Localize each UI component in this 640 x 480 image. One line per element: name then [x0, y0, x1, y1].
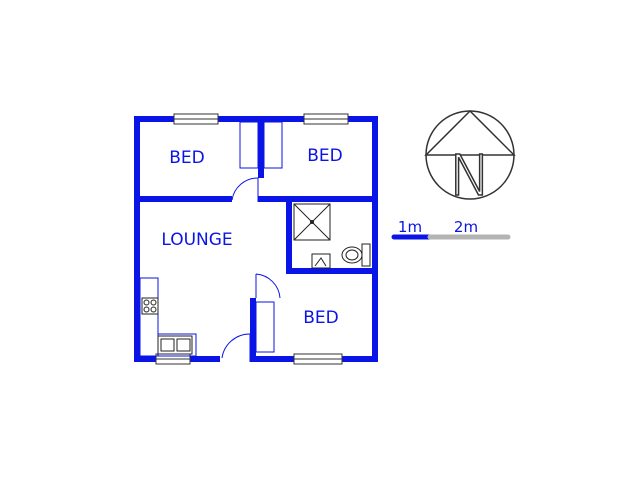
room-label-lounge: LOUNGE	[161, 230, 232, 250]
doors	[221, 177, 291, 362]
window-bottom	[293, 353, 343, 365]
door-bed-bottom	[255, 273, 281, 299]
wall-bedrooms-divider	[258, 116, 264, 178]
compass-icon: N	[424, 109, 516, 210]
room-label-bed-top-right: BED	[307, 146, 343, 166]
wall-bedroom-west	[250, 298, 256, 362]
door-entrance	[221, 333, 251, 362]
wall-bathroom-south	[286, 268, 378, 274]
cupboard-bed-right	[263, 121, 283, 169]
scale-label-2m: 2m	[454, 218, 478, 236]
scale-label-1m: 1m	[398, 218, 422, 236]
cupboard-bed-bottom	[255, 301, 275, 353]
toilet-icon	[341, 243, 371, 267]
basin-icon	[311, 253, 331, 269]
cupboard-bed-left	[239, 121, 259, 169]
window-top-right	[303, 113, 349, 125]
wall-west	[134, 116, 140, 362]
room-label-bed-top-left: BED	[169, 148, 205, 168]
wall-bathroom-west	[286, 196, 292, 270]
room-label-bed-bottom: BED	[303, 308, 339, 328]
wall-bed-lounge-right	[258, 196, 378, 202]
kitchen	[139, 277, 197, 357]
wall-north	[134, 116, 378, 122]
door-bed-left	[231, 177, 259, 202]
windows	[155, 113, 349, 365]
wall-bed-lounge-left	[134, 196, 232, 202]
kitchen-counter-side	[139, 277, 159, 357]
shower-icon	[293, 203, 331, 241]
kitchen-sink-icon	[157, 335, 193, 355]
bathroom	[293, 203, 371, 269]
wall-east	[372, 116, 378, 362]
stove-icon	[141, 297, 159, 315]
cupboards	[239, 121, 283, 353]
window-top-left	[173, 113, 219, 125]
scale-bar: 1m 2m	[391, 218, 511, 240]
compass-north-letter: N	[449, 144, 491, 209]
